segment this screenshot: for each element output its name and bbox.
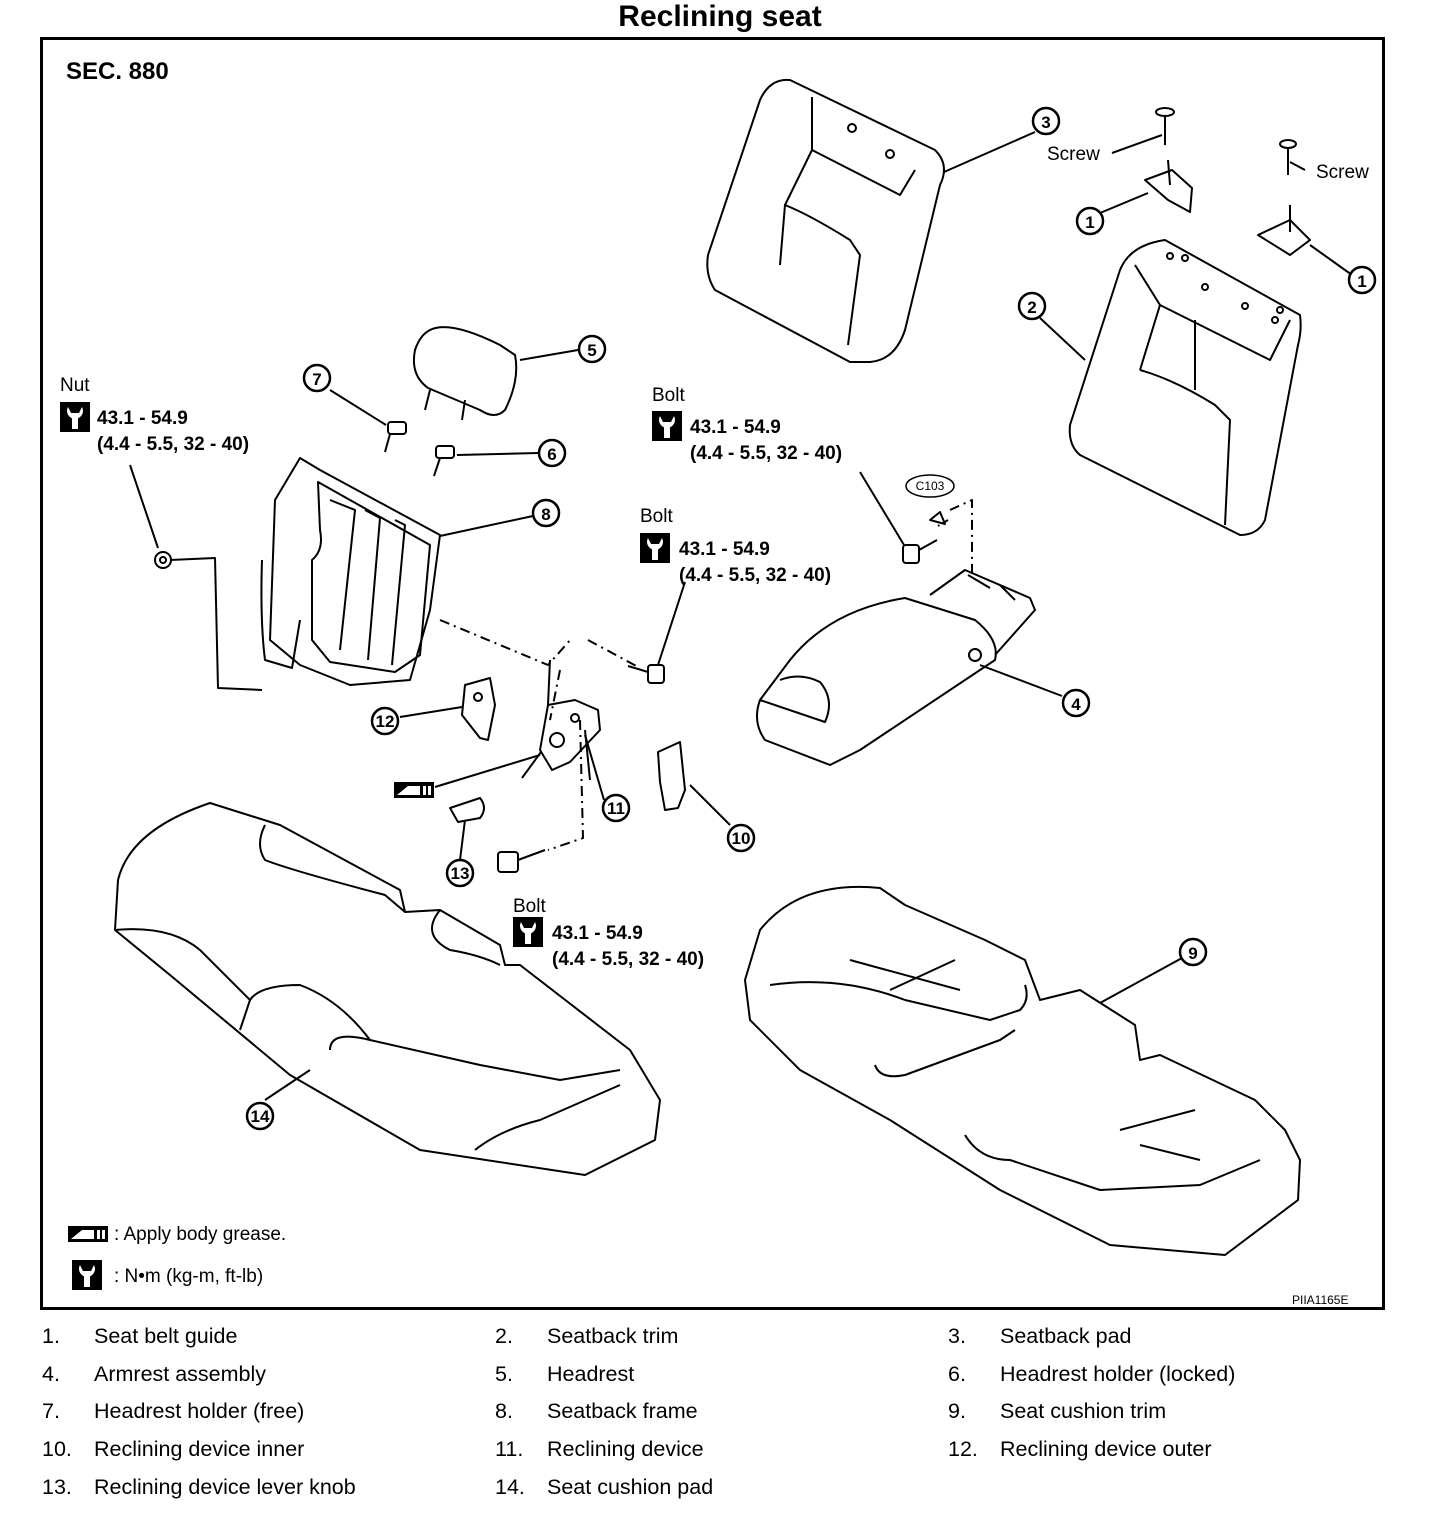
torque-alt: (4.4 - 5.5, 32 - 40) (690, 443, 842, 464)
part-item: 6.Headrest holder (locked) (948, 1361, 1236, 1386)
torque-value: 43.1 - 54.9 (97, 408, 188, 429)
svg-text:1: 1 (1085, 213, 1094, 232)
screw-label: Screw (1047, 144, 1100, 165)
part-item: 4.Armrest assembly (42, 1361, 267, 1386)
torque-alt: (4.4 - 5.5, 32 - 40) (97, 434, 249, 455)
page-title: Reclining seat (618, 0, 822, 33)
reclining-device-part (521, 659, 601, 781)
parts-list: 1.Seat belt guide 2.Seatback trim 3.Seat… (42, 1318, 1402, 1506)
bolt-part (497, 511, 946, 873)
seat-cushion-trim-part (744, 885, 1301, 1256)
parts-row: 13.Reclining device lever knob 14.Seat c… (42, 1468, 1402, 1506)
svg-text:7: 7 (312, 370, 321, 389)
callout-1a: 1 (1075, 206, 1105, 236)
section-label: SEC. 880 (66, 58, 169, 85)
svg-text:13: 13 (451, 864, 470, 883)
callouts: 3 1 1 2 5 7 6 8 4 12 11 10 13 9 14 (245, 106, 1377, 1131)
armrest-assembly-part (755, 569, 1036, 766)
callout-1b: 1 (1347, 265, 1377, 295)
parts-row: 7.Headrest holder (free) 8.Seatback fram… (42, 1393, 1402, 1431)
svg-text:6: 6 (547, 445, 556, 464)
part-item: 9.Seat cushion trim (948, 1399, 1167, 1424)
diagram-frame (40, 37, 1385, 1310)
headrest-holder-locked-part (433, 445, 455, 477)
svg-text:8: 8 (541, 505, 550, 524)
seat-cushion-pad-part (114, 802, 661, 1176)
part-item: 10.Reclining device inner (42, 1437, 305, 1462)
svg-text:4: 4 (1071, 695, 1081, 714)
part-item: 13.Reclining device lever knob (42, 1474, 356, 1499)
svg-text:1: 1 (1357, 272, 1366, 291)
seatback-frame-part (154, 457, 441, 691)
svg-text:9: 9 (1188, 944, 1197, 963)
legend-grease: : Apply body grease. (114, 1224, 286, 1245)
reclining-device-outer-part (461, 677, 496, 741)
lever-knob-part (449, 797, 485, 823)
screw-label: Screw (1316, 162, 1369, 183)
grease-icon (394, 782, 434, 798)
torque-value: 43.1 - 54.9 (690, 417, 781, 438)
torque-wrench-icon (640, 533, 670, 563)
svg-text:5: 5 (587, 341, 596, 360)
part-item: 2.Seatback trim (495, 1324, 679, 1349)
screw-part (1155, 107, 1297, 175)
headrest-holder-free-part (384, 421, 407, 453)
torque-wrench-icon (72, 1260, 102, 1290)
figure-code: PIIA1165E (1292, 1293, 1348, 1307)
part-item: 5.Headrest (495, 1361, 635, 1386)
callout-10: 10 (726, 823, 756, 853)
svg-text:3: 3 (1041, 113, 1050, 132)
parts-row: 4.Armrest assembly 5.Headrest 6.Headrest… (42, 1356, 1402, 1394)
callout-11: 11 (601, 793, 631, 823)
part-item: 7.Headrest holder (free) (42, 1399, 305, 1424)
torque-alt: (4.4 - 5.5, 32 - 40) (679, 565, 831, 586)
torque-wrench-icon (652, 411, 682, 441)
nut-label: Nut (60, 375, 90, 396)
torque-value: 43.1 - 54.9 (679, 539, 770, 560)
headrest-part (412, 326, 518, 421)
callout-13: 13 (445, 858, 475, 888)
torque-value: 43.1 - 54.9 (552, 923, 643, 944)
legend-units: : N•m (kg-m, ft-lb) (114, 1266, 263, 1287)
callout-14: 14 (245, 1101, 275, 1131)
exploded-diagram: 3 1 1 2 5 7 6 8 4 12 11 10 13 9 14 Screw… (60, 78, 1377, 1307)
bolt-label: Bolt (640, 506, 673, 527)
callout-6: 6 (537, 438, 567, 468)
svg-text:2: 2 (1027, 298, 1036, 317)
callout-4: 4 (1061, 688, 1091, 718)
callout-8: 8 (531, 498, 561, 528)
torque-wrench-icon (60, 402, 90, 432)
c103-label: C103 (916, 479, 945, 493)
parts-row: 1.Seat belt guide 2.Seatback trim 3.Seat… (42, 1318, 1402, 1356)
callout-7: 7 (302, 363, 332, 393)
part-item: 12.Reclining device outer (948, 1437, 1212, 1462)
torque-wrench-icon (513, 917, 543, 947)
part-item: 11.Reclining device (495, 1437, 704, 1462)
c103-badge (905, 474, 955, 498)
grease-icon (68, 1226, 108, 1242)
seat-belt-guide-part (1144, 159, 1311, 256)
callout-12: 12 (370, 706, 400, 736)
callout-2: 2 (1017, 291, 1047, 321)
callout-5: 5 (577, 334, 607, 364)
svg-text:12: 12 (376, 712, 395, 731)
part-item: 14.Seat cushion pad (495, 1474, 714, 1499)
parts-row: 10.Reclining device inner 11.Reclining d… (42, 1431, 1402, 1469)
bolt-label: Bolt (513, 896, 546, 917)
seatback-pad-part (706, 78, 945, 363)
part-item: 3.Seatback pad (948, 1324, 1132, 1349)
callout-3: 3 (1031, 106, 1061, 136)
svg-text:10: 10 (732, 829, 751, 848)
svg-text:14: 14 (251, 1107, 270, 1126)
reclining-device-inner-part (657, 741, 686, 811)
part-item: 1.Seat belt guide (42, 1324, 238, 1349)
callout-9: 9 (1178, 937, 1208, 967)
bolt-label: Bolt (652, 385, 685, 406)
torque-alt: (4.4 - 5.5, 32 - 40) (552, 949, 704, 970)
part-item: 8.Seatback frame (495, 1399, 698, 1424)
seatback-trim-part (1068, 239, 1302, 536)
svg-text:11: 11 (607, 799, 625, 818)
